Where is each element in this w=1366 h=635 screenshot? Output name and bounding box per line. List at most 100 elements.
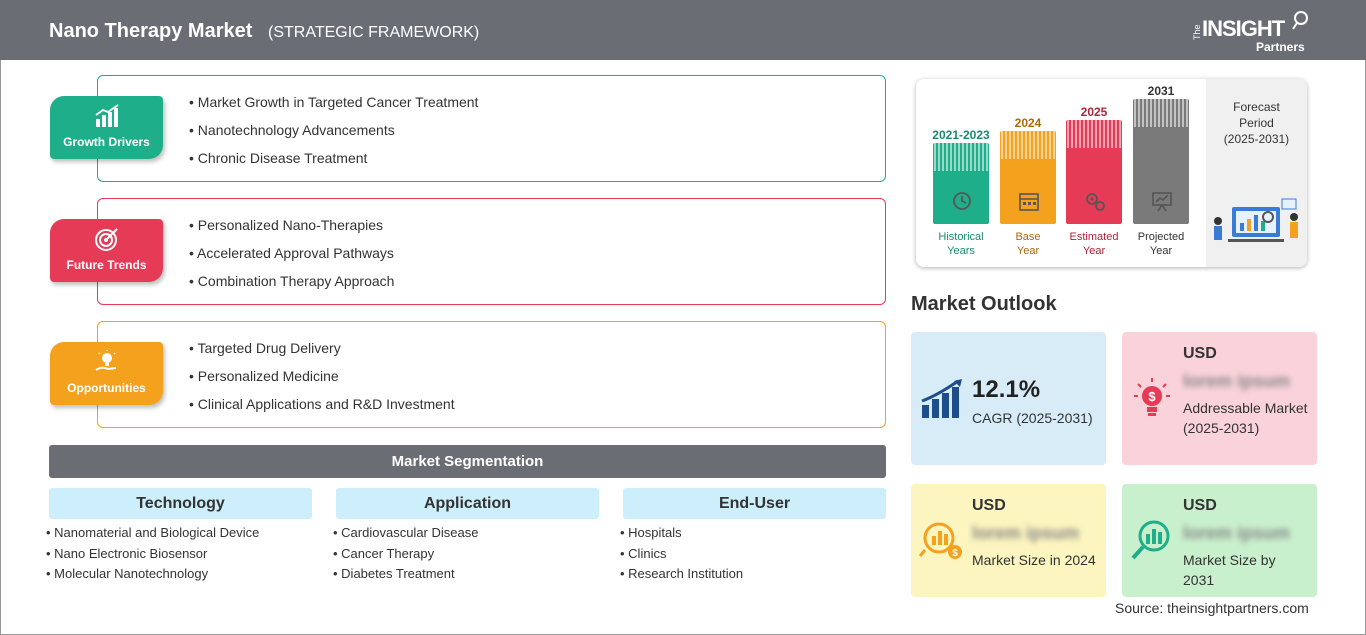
- timeline-label-line: Year: [1082, 245, 1106, 257]
- logo-partners: Partners: [1256, 40, 1305, 54]
- addressable-market-card: $ USD lorem ipsum Addressable Market (20…: [1122, 332, 1317, 465]
- market-size-2024-desc: Market Size in 2024: [972, 552, 1096, 568]
- segment-application: Application Cardiovascular Disease Cance…: [336, 488, 599, 587]
- timeline-label-line: Year: [1016, 245, 1040, 257]
- list-item: Nanotechnology Advancements: [189, 122, 478, 150]
- list-item: Cancer Therapy: [333, 546, 599, 567]
- timeline-bar: [1066, 120, 1122, 224]
- segment-head: End-User: [623, 488, 886, 519]
- svg-text:$: $: [1148, 389, 1156, 404]
- market-size-2024-card: $ USD lorem ipsum Market Size in 2024: [911, 484, 1106, 597]
- segment-technology: Technology Nanomaterial and Biological D…: [49, 488, 312, 587]
- insight-partners-logo[interactable]: The INSIGHT Partners: [1192, 10, 1312, 54]
- timeline-label-line: Projected: [1137, 231, 1185, 243]
- market-size-2031-card: USD lorem ipsum Market Size by 2031: [1122, 484, 1317, 597]
- segment-head: Technology: [49, 488, 312, 519]
- timeline-year: 2024: [1014, 116, 1042, 130]
- timeline-label-line: Historical: [938, 231, 984, 243]
- blurred-value: lorem ipsum: [972, 523, 1080, 543]
- list-item: Nanomaterial and Biological Device: [46, 525, 312, 546]
- list-item: Accelerated Approval Pathways: [189, 245, 394, 273]
- badge-label: Growth Drivers: [63, 135, 150, 149]
- forecast-label: Forecast Period: [1233, 100, 1280, 130]
- future-trends-box: Personalized Nano-Therapies Accelerated …: [97, 198, 886, 305]
- page-subtitle: (STRATEGIC FRAMEWORK): [268, 24, 480, 41]
- segmentation-title: Market Segmentation: [49, 445, 886, 478]
- badge-label: Opportunities: [67, 381, 146, 395]
- page-title: Nano Therapy Market: [49, 20, 253, 42]
- badge-label: Future Trends: [66, 258, 147, 272]
- timeline-label-line: Base: [1015, 231, 1041, 243]
- segment-end-user: End-User Hospitals Clinics Research Inst…: [623, 488, 886, 587]
- bar-stripes: [1134, 99, 1188, 127]
- timeline-bar: [933, 143, 989, 224]
- growth-chart-icon: [95, 104, 119, 127]
- logo-insight: INSIGHT: [1202, 16, 1285, 41]
- list-item: Chronic Disease Treatment: [189, 150, 478, 178]
- usd-label: USD: [972, 497, 1006, 514]
- addressable-desc: Addressable Market (2025-2031): [1183, 400, 1308, 436]
- cagr-value: 12.1%: [972, 376, 1041, 403]
- segment-head: Application: [336, 488, 599, 519]
- blurred-value: lorem ipsum: [1183, 523, 1291, 543]
- timeline-label-line: Years: [947, 245, 975, 257]
- blurred-value: lorem ipsum: [1183, 371, 1291, 391]
- bar-stripes: [934, 143, 988, 171]
- list-item: Market Growth in Targeted Cancer Treatme…: [189, 94, 479, 122]
- list-item: Clinical Applications and R&D Investment: [189, 396, 455, 424]
- timeline-bar: [1133, 99, 1189, 224]
- list-item: Personalized Medicine: [189, 368, 455, 396]
- analytics-people-icon: [1214, 198, 1298, 242]
- future-trends-badge: Future Trends: [50, 219, 163, 282]
- usd-label: USD: [1183, 345, 1217, 362]
- list-item: Diabetes Treatment: [333, 566, 599, 587]
- list-item: Targeted Drug Delivery: [189, 340, 455, 368]
- bar-stripes: [1067, 120, 1121, 148]
- list-item: Clinics: [620, 546, 886, 567]
- forecast-range: (2025-2031): [1223, 132, 1290, 146]
- logo-the: The: [1192, 24, 1202, 40]
- gears-icon: [1086, 193, 1105, 211]
- market-outlook-title: Market Outlook: [911, 293, 1057, 315]
- timeline-label-line: Year: [1149, 245, 1173, 257]
- target-icon: [95, 228, 118, 251]
- timeline-bar: [1000, 131, 1056, 224]
- money-chart-icon: $: [919, 522, 962, 559]
- list-item: Molecular Nanotechnology: [46, 566, 312, 587]
- timeline-year: 2025: [1080, 105, 1108, 119]
- list-item: Research Institution: [620, 566, 886, 587]
- opportunities-box: Targeted Drug Delivery Personalized Medi…: [97, 321, 886, 428]
- cagr-label: CAGR (2025-2031): [972, 410, 1093, 426]
- calendar-icon: [1019, 193, 1039, 211]
- list-item: Combination Therapy Approach: [189, 273, 395, 301]
- history-icon: [953, 192, 971, 210]
- presentation-icon: [1152, 192, 1172, 212]
- growth-drivers-box: Market Growth in Targeted Cancer Treatme…: [97, 75, 886, 182]
- cagr-card: 12.1% CAGR (2025-2031): [911, 332, 1106, 465]
- growth-drivers-badge: Growth Drivers: [50, 96, 163, 159]
- opportunities-badge: Opportunities: [50, 342, 163, 405]
- money-lightbulb-icon: $: [1134, 378, 1170, 416]
- timeline-year: 2021-2023: [932, 128, 990, 142]
- list-item: Personalized Nano-Therapies: [189, 217, 394, 245]
- usd-label: USD: [1183, 497, 1217, 514]
- list-item: Nano Electronic Biosensor: [46, 546, 312, 567]
- lightbulb-hand-icon: [95, 350, 117, 371]
- timeline-year: 2031: [1147, 84, 1175, 98]
- forecast-panel: Forecast Period (2025-2031): [1206, 79, 1307, 267]
- list-item: Cardiovascular Disease: [333, 525, 599, 546]
- cagr-growth-icon: [921, 379, 962, 418]
- market-size-2031-desc: Market Size by 2031: [1183, 552, 1276, 588]
- timeline-label-line: Estimated: [1069, 231, 1119, 243]
- source-link[interactable]: Source: theinsightpartners.com: [1115, 600, 1309, 616]
- svg-text:$: $: [952, 548, 958, 559]
- list-item: Hospitals: [620, 525, 886, 546]
- bar-stripes: [1001, 131, 1055, 159]
- magnifier-chart-icon: [1131, 520, 1170, 560]
- header-bar: Nano Therapy Market (STRATEGIC FRAMEWORK…: [0, 0, 1366, 60]
- logo-swoosh-icon: [1292, 11, 1308, 30]
